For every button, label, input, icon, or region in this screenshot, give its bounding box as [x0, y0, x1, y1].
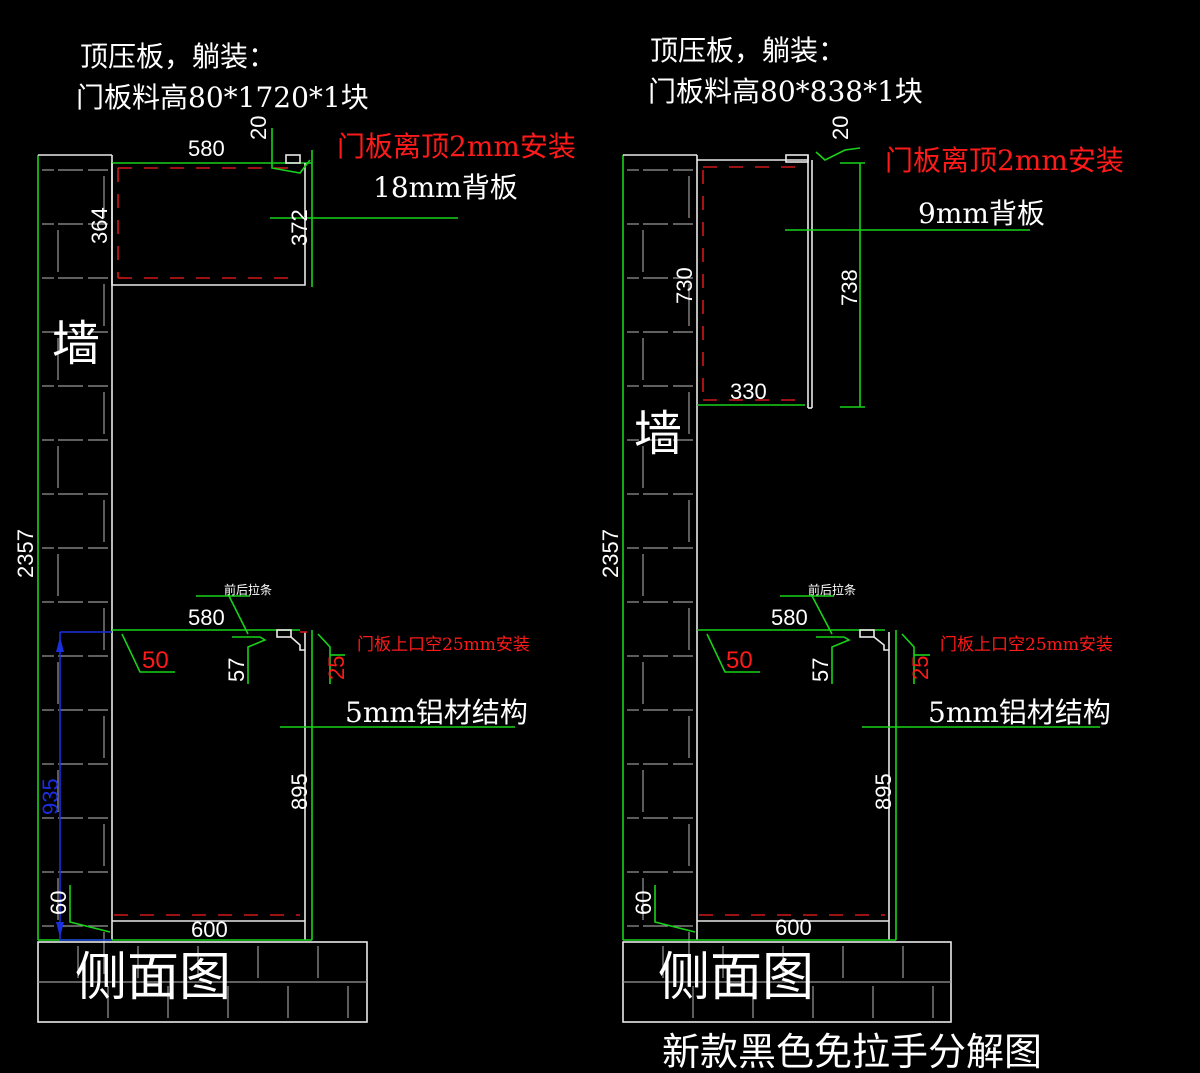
dim-60: 60 — [631, 891, 656, 915]
dim-895: 895 — [871, 773, 896, 810]
base-plinth — [37, 941, 368, 1023]
dim-25: 25 — [908, 656, 933, 680]
top-gap-note: 门板离顶2mm安装 — [885, 144, 1124, 177]
top-gap-note: 门板离顶2mm安装 — [337, 130, 576, 163]
wall-label: 墙 — [52, 316, 100, 372]
dim-inner-height: 364 — [87, 207, 112, 244]
dim-57: 57 — [224, 658, 249, 682]
lower-cabinet — [623, 593, 1100, 941]
dim-total-height: 2357 — [598, 529, 623, 578]
door-gap-note: 门板上口空25mm安装 — [357, 635, 530, 655]
upper-cabinet — [111, 128, 458, 287]
dim-25: 25 — [324, 656, 349, 680]
dim-50: 50 — [142, 647, 169, 674]
door-material-note: 门板料高80*1720*1块 — [76, 81, 369, 114]
dim-lower-depth: 580 — [771, 605, 808, 630]
strip-label: 前后拉条 — [808, 582, 856, 597]
upper-cabinet — [697, 147, 1030, 409]
wall-brick-pattern — [42, 169, 108, 974]
dim-60: 60 — [46, 891, 71, 915]
dim-57: 57 — [808, 658, 833, 682]
dim-bottom-depth: 600 — [775, 915, 812, 940]
back-panel-label: 9mm背板 — [918, 197, 1045, 230]
top-panel-note: 顶压板，躺装： — [650, 34, 846, 67]
dim-bottom-depth: 600 — [191, 917, 228, 942]
blue-dimension-935 — [56, 631, 112, 941]
dim-total-height: 2357 — [13, 529, 38, 578]
top-panel-note: 顶压板，躺装： — [80, 40, 276, 73]
dim-outer-height: 372 — [287, 209, 312, 246]
lower-cabinet — [38, 593, 515, 941]
left-side-view: 顶压板，躺装： 门板料高80*1720*1块 墙 2357 580 20 364… — [13, 40, 576, 1023]
structure-note: 5mm铝材结构 — [345, 696, 528, 729]
dim-outer-height: 738 — [837, 269, 862, 306]
dim-upper-depth: 330 — [730, 379, 767, 404]
right-side-view: 顶压板，躺装： 门板料高80*838*1块 墙 2357 20 — [598, 34, 1124, 1023]
dim-inner-height: 730 — [672, 267, 697, 304]
dim-50: 50 — [726, 647, 753, 674]
base-plinth — [622, 941, 952, 1023]
view-label: 侧面图 — [658, 948, 814, 1008]
wall — [622, 154, 698, 974]
structure-note: 5mm铝材结构 — [928, 696, 1111, 729]
door-material-note: 门板料高80*838*1块 — [648, 75, 923, 108]
dim-upper-depth: 580 — [188, 136, 225, 161]
drawing-caption: 新款黑色免拉手分解图 — [662, 1030, 1042, 1073]
dim-top-20: 20 — [246, 116, 271, 140]
wall — [37, 154, 113, 974]
wall-label: 墙 — [634, 406, 682, 462]
view-label: 侧面图 — [75, 948, 231, 1008]
wall-brick-pattern — [627, 169, 693, 974]
dim-895: 895 — [287, 773, 312, 810]
back-panel-label: 18mm背板 — [373, 171, 518, 204]
dim-935: 935 — [38, 778, 63, 815]
dim-top-20: 20 — [828, 116, 853, 140]
dim-lower-depth: 580 — [188, 605, 225, 630]
door-gap-note: 门板上口空25mm安装 — [940, 635, 1113, 655]
strip-label: 前后拉条 — [224, 582, 272, 597]
